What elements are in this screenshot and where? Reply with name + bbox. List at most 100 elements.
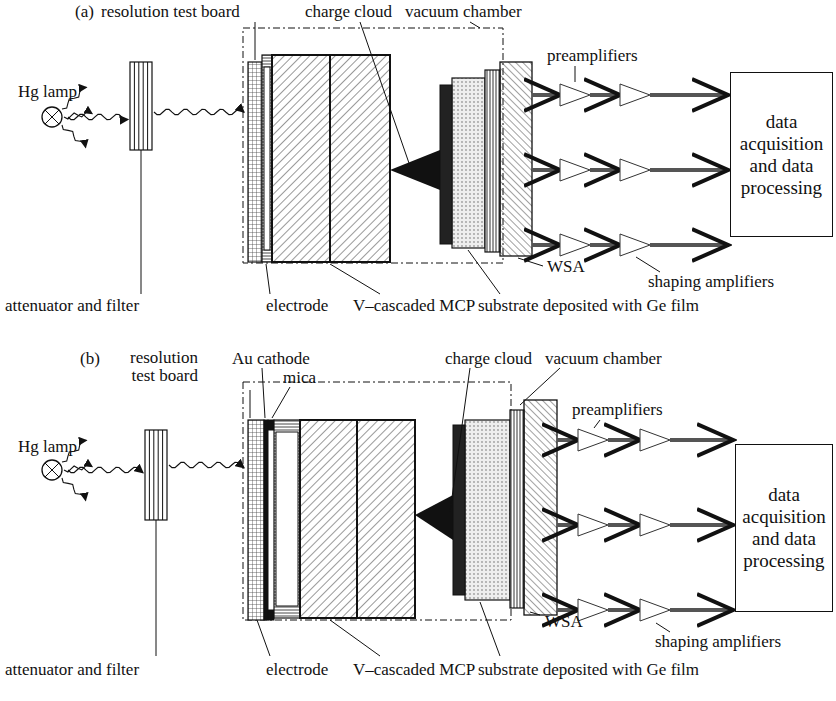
mica-spacer: [268, 610, 274, 620]
leader-line: [530, 612, 540, 615]
leader-line: [520, 368, 560, 405]
box-text: data acquisition and data processing: [736, 484, 832, 572]
attenuator-filter: [153, 430, 154, 520]
preamplifier-symbol: [560, 159, 590, 181]
processing-box: data acquisition and data processing: [730, 72, 833, 237]
shaping-amplifier-symbol: [640, 599, 670, 621]
substrate: [465, 420, 510, 600]
part-label: resolution test board: [103, 349, 198, 385]
part-label: WSA: [545, 612, 583, 631]
leader-line: [480, 602, 500, 656]
light-ray: [68, 467, 143, 472]
lamp-symbol: [45, 463, 59, 477]
attenuator-filter: [158, 430, 159, 520]
part-label: substrate deposited with Ge film: [478, 660, 699, 679]
electrode: [274, 420, 300, 618]
shaping-amplifier-symbol: [620, 234, 650, 256]
mcp-plate: [300, 420, 357, 618]
part-label: charge cloud: [445, 349, 532, 368]
part-label: preamplifiers: [547, 46, 638, 65]
wsa-anode: [524, 400, 557, 615]
resolution-test-board: [248, 420, 264, 620]
part-label: charge cloud: [305, 2, 392, 21]
attenuator-filter: [143, 62, 144, 150]
leader-line: [250, 390, 251, 418]
preamplifier-symbol: [560, 84, 590, 106]
part-label: resolution test board: [101, 2, 240, 21]
signal-arrow: [557, 523, 578, 527]
leader-line: [156, 520, 157, 656]
part-label: Hg lamp: [18, 82, 77, 101]
attenuator-filter: [130, 62, 152, 150]
electrode-window: [276, 432, 298, 606]
leader-line: [636, 257, 660, 272]
au-cathode: [264, 420, 268, 620]
electrode-window: [264, 67, 270, 250]
signal-arrow: [590, 168, 620, 172]
signal-arrow: [532, 93, 560, 97]
part-label: electrode: [266, 660, 328, 679]
leader-line: [257, 620, 270, 656]
signal-arrow: [532, 168, 560, 172]
lamp-symbol: [45, 463, 59, 477]
charge-cloud: [415, 495, 453, 540]
ge-film: [440, 85, 452, 244]
charge-cloud: [390, 150, 440, 190]
part-label: Au cathode: [232, 349, 310, 368]
vacuum-chamber-outline: [243, 382, 511, 620]
signal-arrow: [590, 243, 620, 247]
signal-arrow: [650, 93, 728, 97]
part-label: vacuum chamber: [405, 2, 522, 21]
part-label: electrode: [266, 296, 328, 315]
signal-arrow: [650, 168, 728, 172]
signal-arrow: [608, 438, 640, 442]
mcp-plate: [357, 420, 415, 618]
leader-line: [518, 258, 543, 266]
electrode: [262, 55, 272, 262]
lamp-symbol: [45, 110, 59, 124]
signal-arrow: [650, 243, 728, 247]
signal-arrow: [557, 438, 578, 442]
mcp-plate: [330, 55, 390, 262]
shaping-amplifier-symbol: [640, 429, 670, 451]
attenuator-filter: [147, 62, 148, 150]
leader-line: [470, 22, 480, 28]
lamp-symbol: [42, 460, 62, 480]
preamplifier-symbol: [560, 234, 590, 256]
part-label: V–cascaded MCP: [353, 660, 475, 679]
lamp-symbol: [45, 110, 59, 124]
wsa-anode: [500, 62, 532, 256]
leader-line: [360, 22, 410, 166]
signal-arrow: [608, 523, 640, 527]
shaping-amplifier-symbol: [620, 159, 650, 181]
leader-line: [594, 420, 600, 428]
processing-box: data acquisition and data processing: [735, 444, 833, 612]
preamplifier-symbol: [578, 514, 608, 536]
resistive-layer: [485, 70, 500, 252]
part-label: (a): [75, 2, 94, 21]
signal-arrow: [670, 608, 733, 612]
signal-arrow: [557, 608, 578, 612]
resistive-layer: [510, 410, 524, 608]
attenuator-filter: [149, 430, 150, 520]
light-ray: [154, 109, 244, 114]
substrate: [452, 78, 485, 248]
part-label: vacuum chamber: [545, 349, 662, 368]
part-label: Hg lamp: [18, 437, 77, 456]
part-label: (b): [80, 349, 100, 368]
mcp-plate: [272, 55, 330, 262]
leader-line: [272, 387, 290, 418]
signal-arrow: [670, 438, 733, 442]
part-label: shaping amplifiers: [655, 632, 781, 651]
leader-line: [656, 623, 670, 632]
box-text: data acquisition and data processing: [731, 111, 832, 199]
part-label: substrate deposited with Ge film: [478, 296, 699, 315]
signal-arrow: [590, 93, 620, 97]
light-ray: [169, 462, 244, 467]
part-label: attenuator and filter: [5, 296, 139, 315]
signal-arrow: [532, 243, 560, 247]
attenuator-filter: [162, 430, 163, 520]
part-label: mica: [283, 368, 316, 387]
